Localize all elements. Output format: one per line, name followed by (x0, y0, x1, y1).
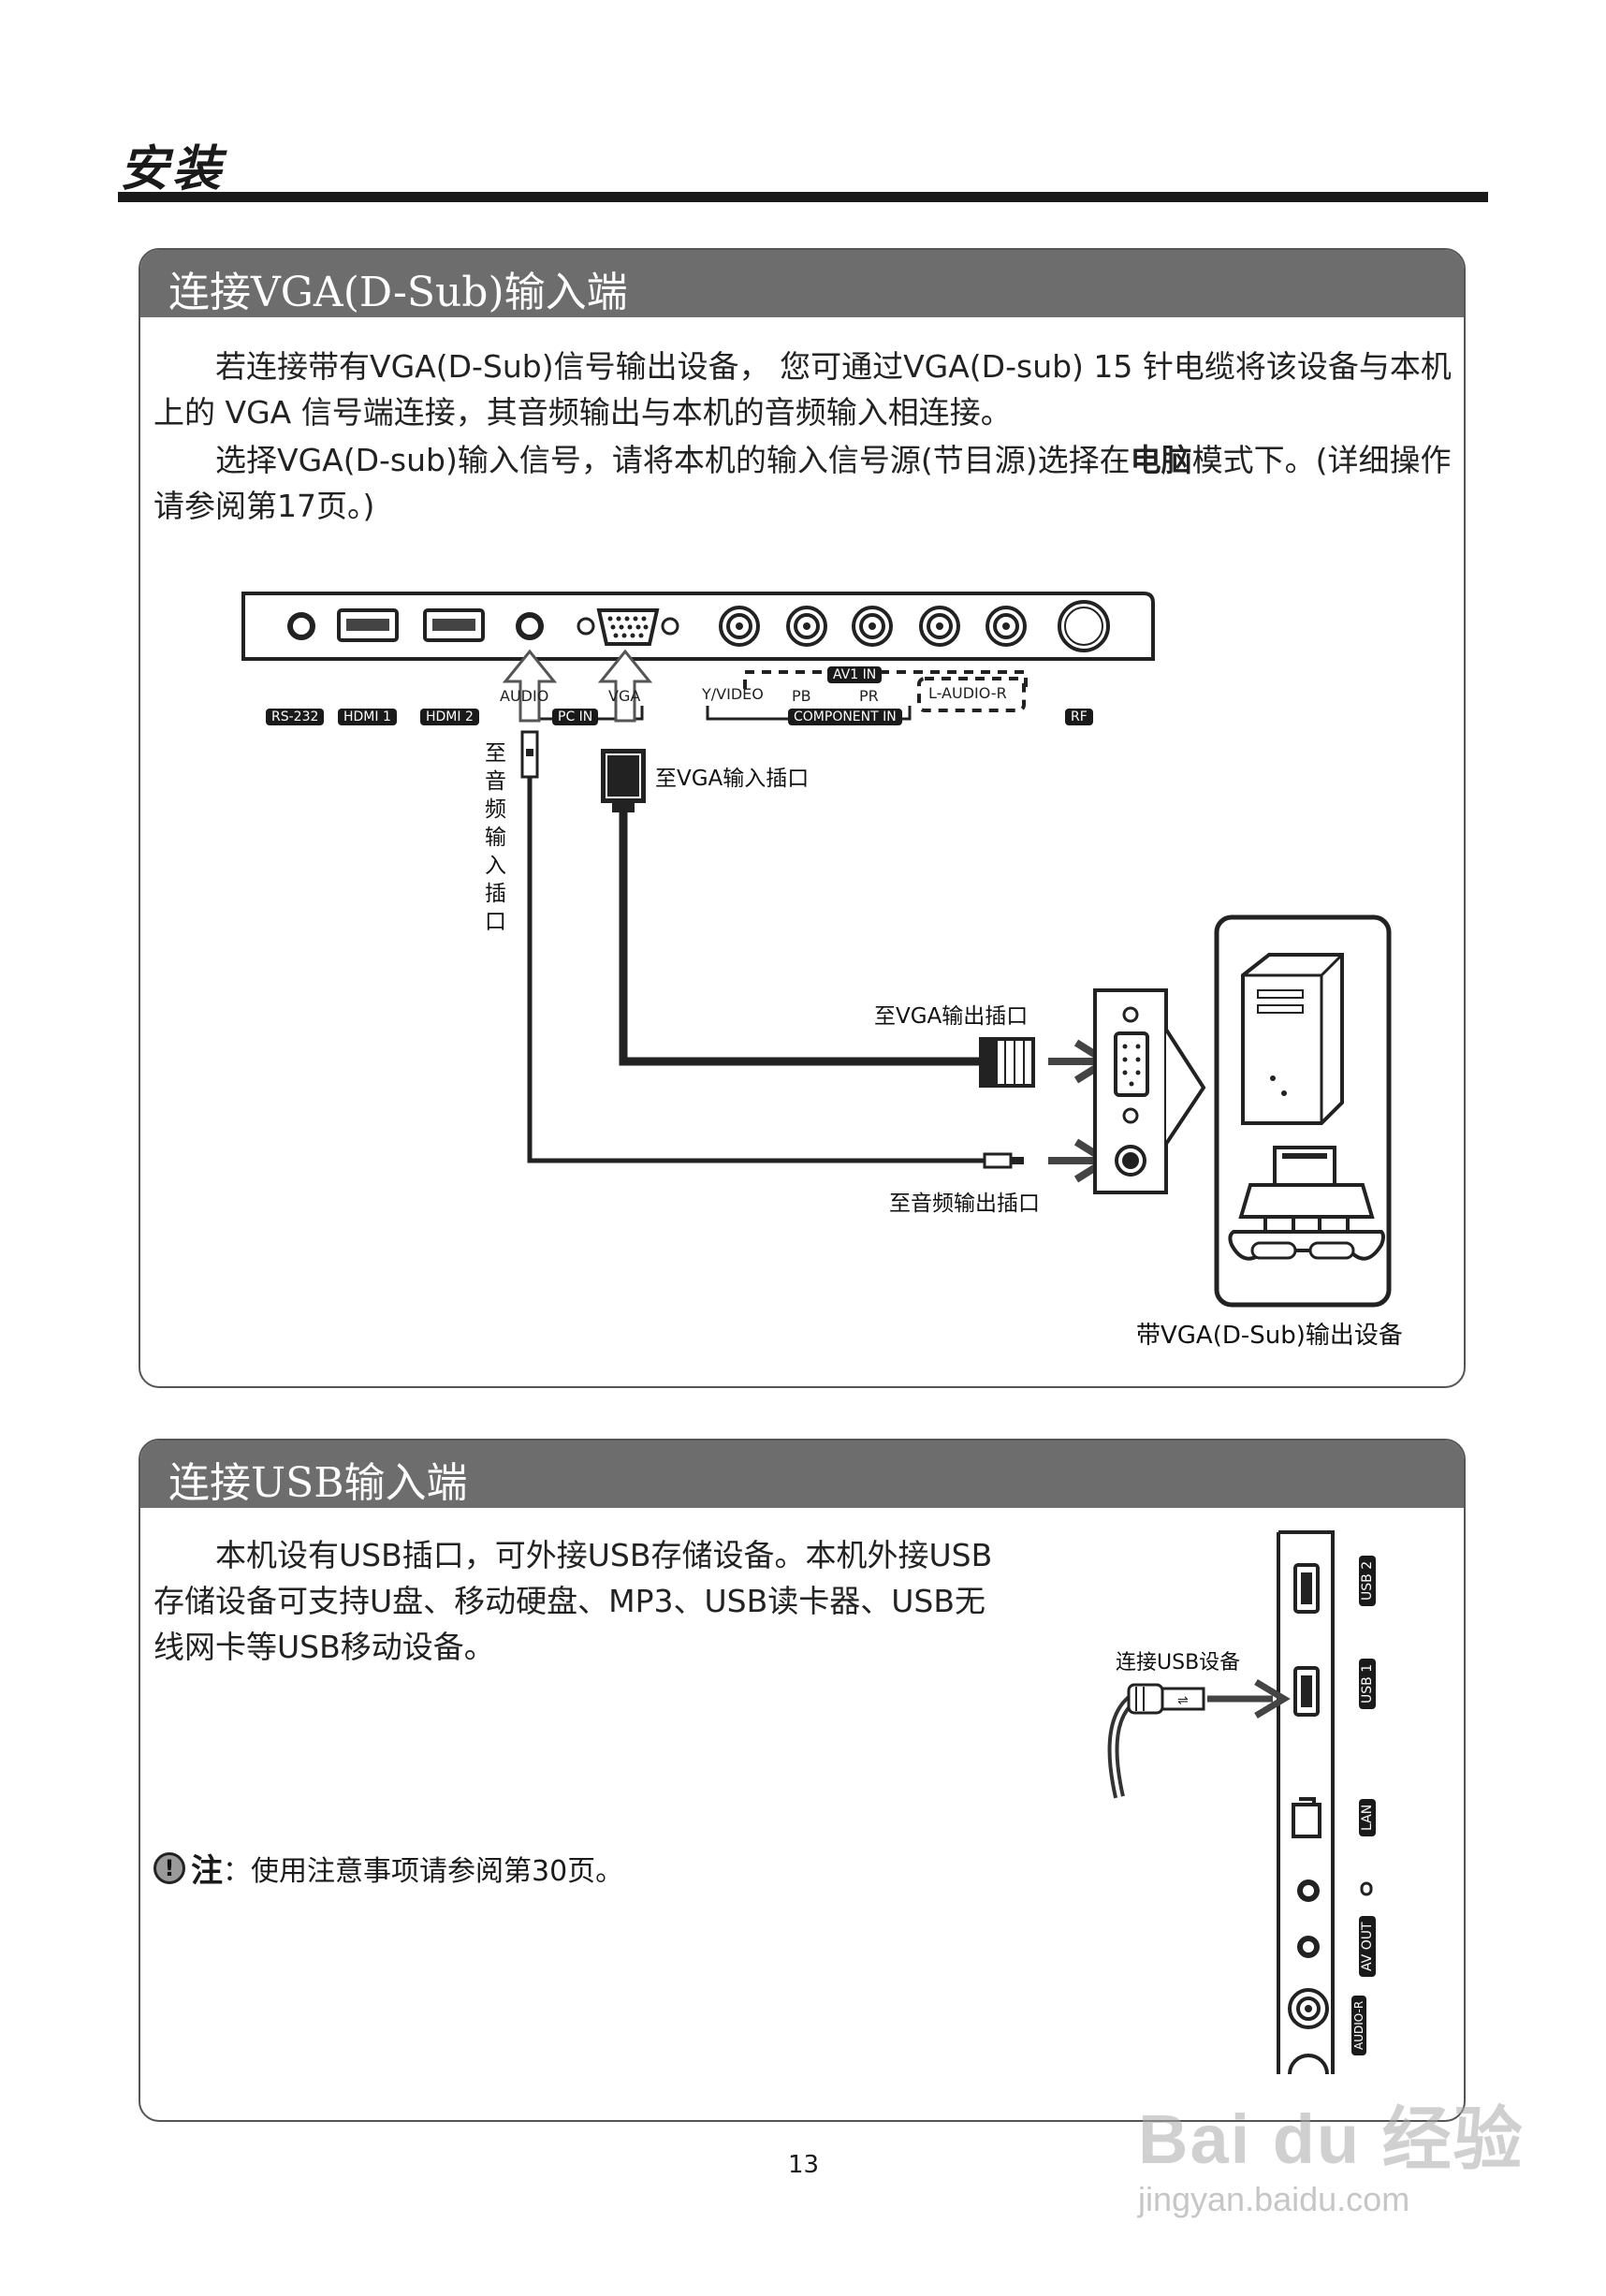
vga-cable (619, 812, 979, 1066)
rca-jack-l-icon (919, 606, 960, 647)
vga-para2-bold: 电脑 (1130, 442, 1192, 478)
to-vga-output-label: 至VGA输出插口 (874, 1004, 1029, 1029)
to-vga-input-label: 至VGA输入插口 (655, 767, 810, 791)
vga-para2-text-b: 模式下。(详细操作请参阅第17页。) (153, 442, 1452, 524)
audio-arrow-up-icon (502, 649, 558, 723)
y-video-label: Y/VIDEO (702, 685, 764, 703)
lan-port-icon (1292, 1797, 1321, 1838)
vga-paragraph-1: 若连接带有VGA(D-Sub)信号输出设备， 您可通过VGA(D-sub) 15… (153, 348, 1452, 431)
vga-port-icon (577, 608, 679, 646)
av-out-jack-icon (1297, 1936, 1320, 1958)
av1-in-label: AV1 IN (827, 666, 883, 683)
av1-bracket (743, 670, 1028, 689)
rs232-jack-icon (287, 612, 315, 640)
game-console-icon (1228, 1146, 1385, 1261)
rca-jack-pr-icon (852, 606, 893, 647)
note-label: 注 (191, 1852, 223, 1890)
component-in-label: COMPONENT IN (788, 709, 902, 725)
vga-arrow-up-icon (597, 649, 653, 723)
audio-plug-side-icon (983, 1152, 1024, 1169)
vga-plug-side-icon (979, 1037, 1035, 1088)
usb-paragraph: 本机设有USB插口，可外接USB存储设备。本机外接USB存储设备可支持U盘、移动… (153, 1537, 993, 1665)
audio-jack-icon (516, 612, 544, 640)
page-number: 13 (788, 2151, 820, 2179)
usb-section-header: 连接USB输入端 (140, 1440, 1464, 1508)
vga-plug-top-icon (601, 749, 646, 812)
hdmi2-port-icon (423, 608, 485, 642)
to-audio-output-label: 至音频输出插口 (889, 1192, 1040, 1216)
to-audio-input-label: 至音频输入插口 (485, 741, 506, 934)
vga-section-header: 连接VGA(D-Sub)输入端 (140, 250, 1464, 317)
hdmi1-port-icon (337, 608, 399, 642)
audio-r-label: AUDIO-R (1351, 1995, 1366, 2055)
usb-note: ! 注 ：使用注意事项请参阅第30页。 (153, 1845, 623, 1891)
l-audio-r-box (917, 677, 1026, 712)
usb-section-heading: 连接USB输入端 (168, 1459, 468, 1507)
page-title: 安装 (120, 140, 226, 197)
tv-side-panel (1277, 1530, 1335, 2074)
hdmi2-label: HDMI 2 (420, 709, 479, 725)
chevron-right-icon (1164, 1028, 1206, 1146)
rf-label: RF (1065, 709, 1093, 725)
hdmi1-label: HDMI 1 (338, 709, 397, 725)
pc-in-label: PC IN (552, 709, 599, 725)
vga-section-heading: 连接VGA(D-Sub)输入端 (168, 269, 628, 316)
audio-r-rca-icon (1288, 1988, 1329, 2029)
usb1-port-icon (1293, 1666, 1320, 1717)
vga-paragraph-2: 选择VGA(D-sub)输入信号，请将本机的输入信号源(节目源)选择在电脑模式下… (153, 437, 1454, 529)
pr-label: PR (859, 687, 879, 705)
svg-text:⇌: ⇌ (1177, 1693, 1189, 1708)
pb-label: PB (792, 687, 811, 705)
audio-cable (527, 739, 1022, 1163)
lan-label: LAN (1359, 1798, 1376, 1836)
audio-l-rca-icon (1288, 2054, 1329, 2075)
title-rule (118, 192, 1488, 202)
rf-connector-icon (1058, 600, 1110, 652)
usb2-label: USB 2 (1359, 1555, 1376, 1606)
vga-port-label: VGA (608, 687, 641, 705)
usb-section-panel: 连接USB输入端 本机设有USB插口，可外接USB存储设备。本机外接USB存储设… (139, 1439, 1466, 2122)
audio-port-label: AUDIO (500, 687, 549, 705)
l-audio-r-label: L-AUDIO-R (928, 684, 1007, 702)
headphone-jack-icon (1297, 1879, 1320, 1902)
usb2-port-icon (1293, 1563, 1320, 1614)
watermark: Bai du 经验 jingyan.baidu.com (1138, 2084, 1531, 2219)
connect-usb-label: 连接USB设备 (1116, 1651, 1241, 1674)
rca-jack-pb-icon (786, 606, 827, 647)
rca-jack-y-icon (719, 606, 760, 647)
note-text: ：使用注意事项请参阅第30页。 (223, 1854, 624, 1888)
watermark-url: jingyan.baidu.com (1138, 2180, 1410, 2218)
rs232-label: RS-232 (266, 709, 325, 725)
usb-plug-icon: ⇌ (1127, 1683, 1205, 1715)
device-caption: 带VGA(D-Sub)输出设备 (1136, 1322, 1403, 1350)
av-out-label: AV OUT (1359, 1916, 1376, 1977)
warning-icon: ! (153, 1851, 185, 1884)
audio-plug-icon (520, 730, 539, 779)
rca-jack-r-icon (986, 606, 1027, 647)
usb1-label: USB 1 (1359, 1658, 1376, 1709)
pc-tower-icon (1241, 953, 1344, 1125)
headphone-symbol-icon (1360, 1881, 1373, 1896)
watermark-brand: Bai du 经验 (1138, 2100, 1525, 2178)
vga-para2-text-a: 选择VGA(D-sub)输入信号，请将本机的输入信号源(节目源)选择在 (215, 442, 1131, 478)
